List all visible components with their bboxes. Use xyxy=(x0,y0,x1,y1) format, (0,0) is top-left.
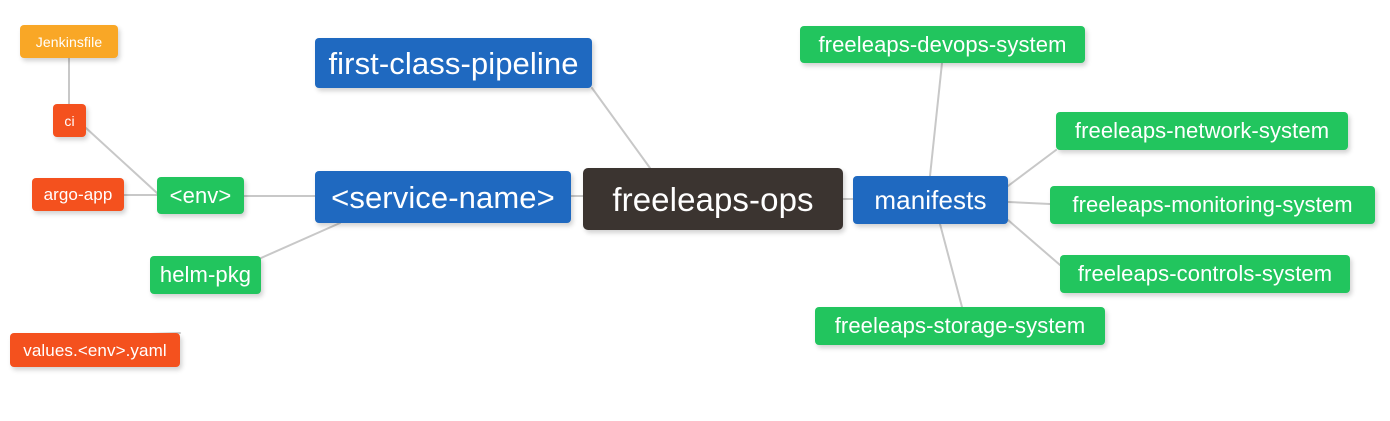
node-label: freeleaps-ops xyxy=(612,180,814,218)
node-first-class-pipeline[interactable]: first-class-pipeline xyxy=(315,38,592,88)
node-label: Jenkinsfile xyxy=(35,33,103,50)
node-argo-app[interactable]: argo-app xyxy=(32,178,124,211)
node-label: freeleaps-monitoring-system xyxy=(1072,192,1353,217)
node-freeleaps-storage-system[interactable]: freeleaps-storage-system xyxy=(815,307,1105,345)
edge-manifests-to-freeleaps-storage-system xyxy=(939,223,963,308)
node-label: freeleaps-devops-system xyxy=(818,31,1067,57)
node-jenkinsfile[interactable]: Jenkinsfile xyxy=(20,25,118,58)
node-label: freeleaps-storage-system xyxy=(834,313,1086,338)
node-ci[interactable]: ci xyxy=(53,104,86,137)
node-freeleaps-monitoring-system[interactable]: freeleaps-monitoring-system xyxy=(1050,186,1375,224)
node-env[interactable]: <env> xyxy=(157,177,244,214)
node-freeleaps-devops-system[interactable]: freeleaps-devops-system xyxy=(800,26,1085,63)
edge-manifests-to-freeleaps-monitoring-system xyxy=(1007,201,1051,205)
node-label: argo-app xyxy=(43,185,113,204)
node-label: first-class-pipeline xyxy=(328,45,579,81)
edge-manifests-to-freeleaps-network-system xyxy=(1007,149,1057,187)
node-manifests[interactable]: manifests xyxy=(853,176,1008,224)
node-label: manifests xyxy=(874,185,987,215)
edge-helm-pkg-to-service-name xyxy=(260,222,341,259)
node-values-yaml[interactable]: values.<env>.yaml xyxy=(10,333,180,367)
node-label: freeleaps-network-system xyxy=(1074,118,1330,143)
node-label: values.<env>.yaml xyxy=(23,340,167,360)
node-freeleaps-controls-system[interactable]: freeleaps-controls-system xyxy=(1060,255,1350,293)
node-freeleaps-ops[interactable]: freeleaps-ops xyxy=(583,168,843,230)
edge-manifests-to-freeleaps-devops-system xyxy=(929,62,943,177)
node-label: <service-name> xyxy=(331,179,555,215)
node-service-name[interactable]: <service-name> xyxy=(315,171,571,223)
edge-manifests-to-freeleaps-controls-system xyxy=(1007,219,1061,266)
node-label: freeleaps-controls-system xyxy=(1077,261,1333,286)
node-label: <env> xyxy=(169,182,232,208)
node-freeleaps-network-system[interactable]: freeleaps-network-system xyxy=(1056,112,1348,150)
node-label: ci xyxy=(64,112,75,129)
node-label: helm-pkg xyxy=(159,262,252,287)
node-helm-pkg[interactable]: helm-pkg xyxy=(150,256,261,294)
edge-first-class-pipeline-to-freeleaps-ops xyxy=(591,87,651,169)
